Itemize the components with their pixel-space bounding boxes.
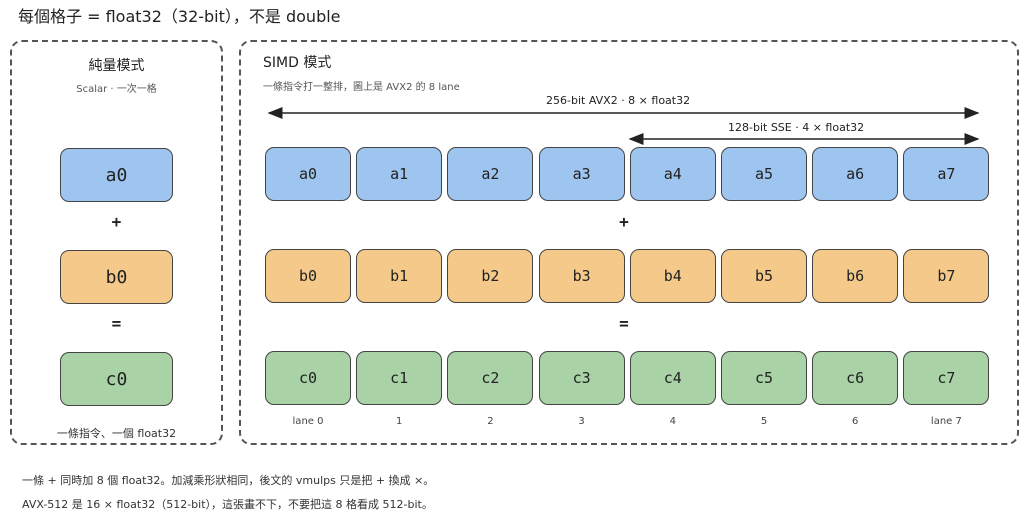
simd-subtitle: 一條指令打一整排，圖上是 AVX2 的 8 lane <box>263 82 460 93</box>
simd-c-cell-4: c4 <box>629 351 716 405</box>
simd-title: SIMD 模式 <box>263 55 332 71</box>
simd-panel <box>239 40 1019 445</box>
simd-a-cell-5: a5 <box>721 147 807 201</box>
scalar-a-cell: a0 <box>60 148 173 202</box>
scalar-plus-sign: + <box>111 212 122 231</box>
simd-a-cell-0: a0 <box>265 147 351 201</box>
simd-plus-sign: + <box>619 212 629 231</box>
lane-label-1: 1 <box>396 416 403 427</box>
simd-b-cell-2: b2 <box>447 249 534 303</box>
simd-b-cell-5: b5 <box>721 249 807 303</box>
scalar-panel: 純量模式 Scalar · 一次一格 a0 + b0 = c0 一條指令、一個 … <box>10 40 223 445</box>
lane-label-3: 3 <box>578 416 585 427</box>
scalar-subtitle: Scalar · 一次一格 <box>76 84 157 95</box>
simd-a-cell-4: a4 <box>629 147 716 201</box>
simd-a-cell-3: a3 <box>538 147 625 201</box>
lane-label-0: lane 0 <box>292 416 324 427</box>
lane-label-7: lane 7 <box>930 416 962 427</box>
scalar-title: 純量模式 <box>88 58 145 74</box>
simd-c-cell-7: c7 <box>903 351 990 405</box>
lane-label-2: 2 <box>487 416 494 427</box>
scalar-equals-sign: = <box>111 314 122 333</box>
simd-a-cell-7: a7 <box>903 147 990 201</box>
simd-c-cell-3: c3 <box>538 351 625 405</box>
simd-a-cell-2: a2 <box>447 147 534 201</box>
simd-a-cell-1: a1 <box>356 147 443 201</box>
simd-c-cell-5: c5 <box>721 351 807 405</box>
sse-width-label: 128-bit SSE · 4 × float32 <box>728 121 865 134</box>
lane-label-6: 6 <box>852 416 859 427</box>
lane-label-5: 5 <box>760 416 768 427</box>
simd-b-cell-7: b7 <box>903 249 990 303</box>
scalar-c-cell: c0 <box>60 352 173 406</box>
note-line-2: AVX-512 是 16 × float32（512-bit），這張畫不下，不要… <box>22 498 433 511</box>
simd-b-cell-1: b1 <box>356 249 443 303</box>
simd-c-cell-2: c2 <box>447 351 534 405</box>
simd-b-cell-4: b4 <box>629 249 716 303</box>
avx2-width-label: 256-bit AVX2 · 8 × float32 <box>546 94 691 107</box>
scalar-b-cell: b0 <box>60 250 173 304</box>
simd-c-cell-6: c6 <box>812 351 899 405</box>
simd-b-cell-6: b6 <box>812 249 899 303</box>
lane-label-4: 4 <box>669 416 676 427</box>
page-title: 每個格子 = float32（32-bit），不是 double <box>18 7 341 26</box>
simd-equals-sign: = <box>619 314 629 333</box>
note-line-1: 一條 + 同時加 8 個 float32。加減乘形狀相同，後文的 vmulps … <box>22 474 435 487</box>
simd-b-cell-3: b3 <box>538 249 625 303</box>
scalar-footer: 一條指令、一個 float32 <box>56 427 177 440</box>
simd-a-cell-6: a6 <box>812 147 899 201</box>
simd-b-cell-0: b0 <box>265 249 351 303</box>
simd-c-cell-0: c0 <box>265 351 351 405</box>
simd-c-cell-1: c1 <box>356 351 443 405</box>
